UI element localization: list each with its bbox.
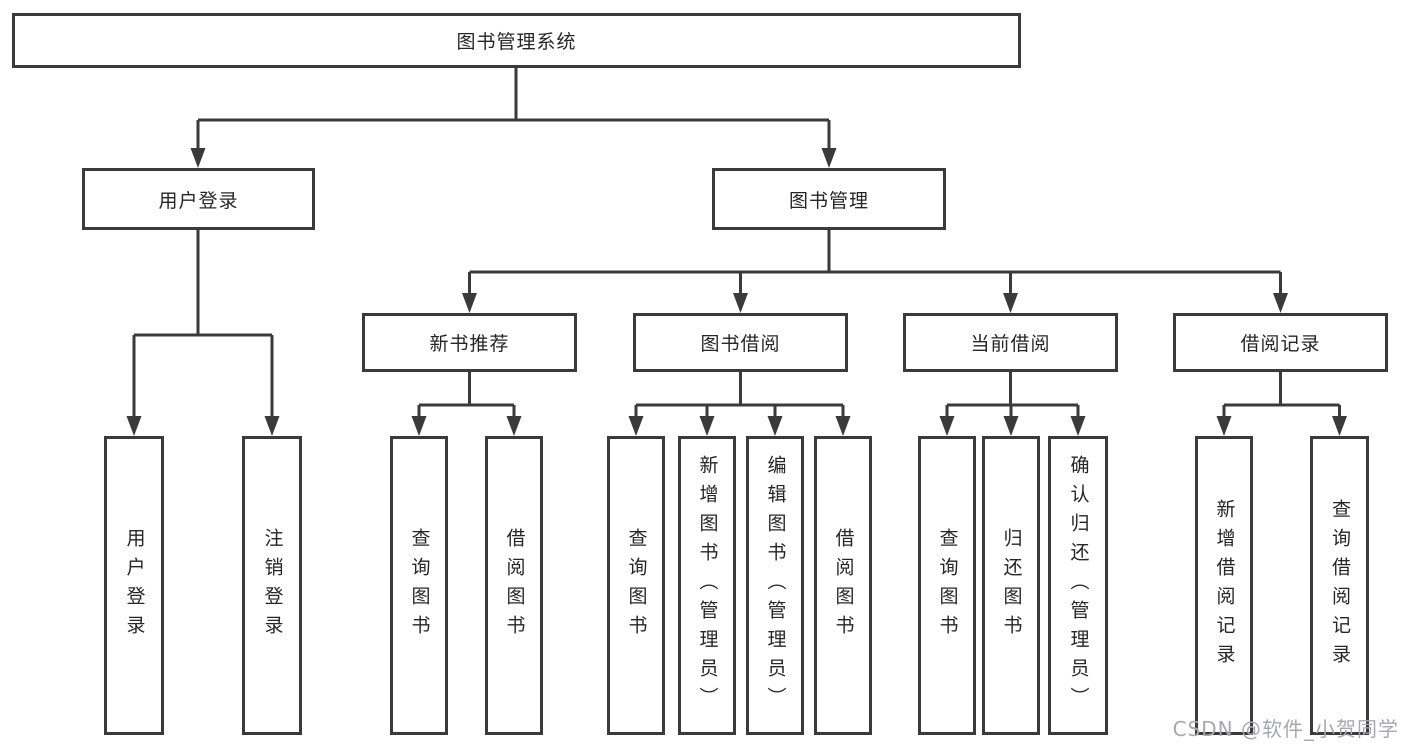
leaf-recommend-query-books: 查询图书 [390,436,448,735]
node-book-management-label: 图书管理 [788,189,869,212]
leaf-add-books-admin-label: 新增图书（管理员） [696,455,719,716]
leaf-logout: 注销登录 [242,436,302,735]
node-new-book-recommend: 新书推荐 [362,313,577,372]
leaf-logout-label: 注销登录 [261,527,284,644]
leaf-add-borrow-record-label: 新增借阅记录 [1213,498,1236,673]
node-user-login: 用户登录 [82,168,315,230]
leaf-return-books-label: 归还图书 [1000,527,1023,644]
leaf-add-borrow-record: 新增借阅记录 [1195,436,1253,735]
arrowhead-group [126,148,1347,436]
node-borrowing-records: 借阅记录 [1173,313,1388,372]
node-borrowing-records-label: 借阅记录 [1240,333,1321,355]
leaf-edit-books-admin-label: 编辑图书（管理员） [764,455,787,716]
leaf-recommend-borrow-books: 借阅图书 [485,436,543,735]
leaf-confirm-return-admin: 确认归还（管理员） [1048,436,1108,735]
node-new-book-recommend-label: 新书推荐 [429,333,510,355]
leaf-borrow-query-books: 查询图书 [607,436,665,735]
leaf-current-query-books-label: 查询图书 [936,527,959,644]
node-root-label: 图书管理系统 [456,31,577,53]
leaf-query-borrow-record-label: 查询借阅记录 [1329,498,1351,673]
leaf-user-login-label: 用户登录 [123,527,146,644]
leaf-add-books-admin: 新增图书（管理员） [678,436,736,735]
node-current-borrowing-label: 当前借阅 [970,333,1051,355]
node-current-borrowing: 当前借阅 [903,313,1118,372]
node-book-borrowing-label: 图书借阅 [700,333,781,355]
leaf-user-login: 用户登录 [104,436,164,735]
leaf-borrow-query-books-label: 查询图书 [625,527,648,644]
node-book-management: 图书管理 [712,168,946,230]
node-root-system: 图书管理系统 [12,13,1021,68]
leaf-recommend-borrow-books-label: 借阅图书 [503,527,526,644]
csdn-watermark: CSDN @软件_小贺同学 [1172,717,1399,741]
leaf-borrow-books: 借阅图书 [814,436,872,735]
leaf-current-query-books: 查询图书 [918,436,976,735]
leaf-query-borrow-record: 查询借阅记录 [1310,436,1369,735]
leaf-confirm-return-admin-label: 确认归还（管理员） [1067,455,1090,716]
node-book-borrowing: 图书借阅 [633,313,848,372]
leaf-edit-books-admin: 编辑图书（管理员） [746,436,804,735]
leaf-borrow-books-label: 借阅图书 [832,527,855,644]
leaf-recommend-query-books-label: 查询图书 [408,527,431,644]
leaf-return-books: 归还图书 [982,436,1040,735]
node-user-login-label: 用户登录 [158,189,239,212]
